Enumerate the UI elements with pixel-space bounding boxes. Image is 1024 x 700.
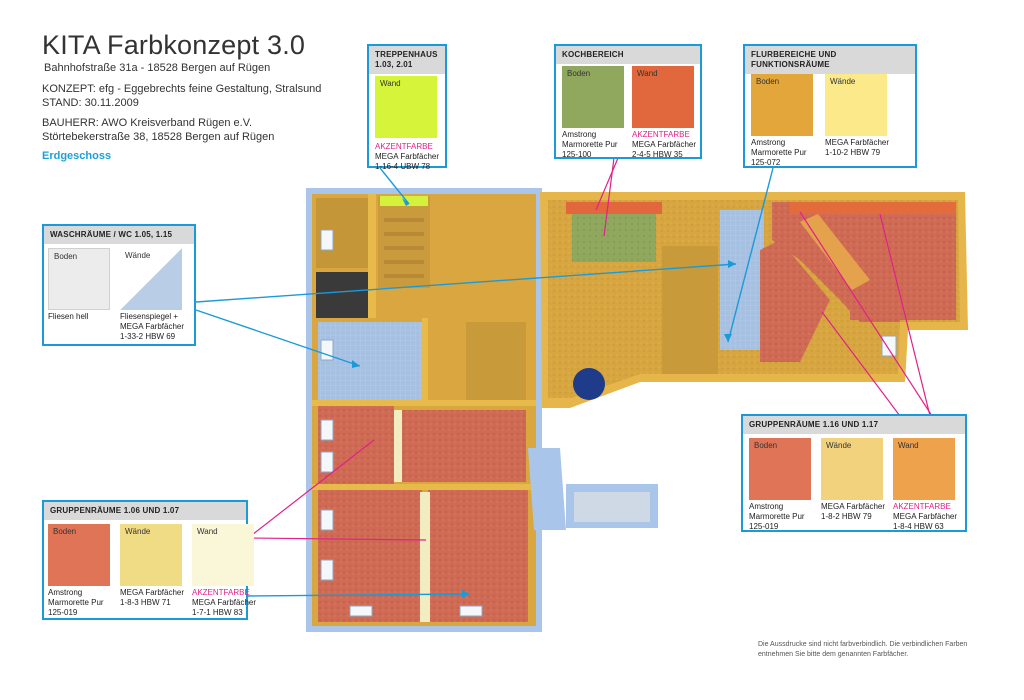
swatch-walls: Wände xyxy=(821,438,883,500)
address-line: Bahnhofstraße 31a - 18528 Bergen auf Rüg… xyxy=(44,62,271,74)
legend-treppenhaus: TREPPENHAUS 1.03, 2.01 Wand AKZENTFARBE … xyxy=(367,44,447,171)
staircase xyxy=(378,196,430,288)
swatch-caption: MEGA Farbfächer 1-8-2 HBW 79 xyxy=(821,502,886,521)
swatch-caption: AKZENTFARBE MEGA Farbfächer 1-7-1 HBW 83 xyxy=(192,588,257,617)
swatch-caption: AKZENTFARBE MEGA Farbfächer 2-4-5 HBW 35 xyxy=(632,130,697,159)
swatch-wall: Wand xyxy=(192,524,254,586)
group-room-116-lower xyxy=(760,240,830,362)
washroom-floor xyxy=(318,322,422,400)
swatch-wall: Wand xyxy=(632,66,694,128)
blue-leaders xyxy=(195,167,774,597)
swatch-caption: Fliesenspiegel + MEGA Farbfächer 1-33-2 … xyxy=(120,312,185,341)
concept-line: KONZEPT: efg - Eggebrechts feine Gestalt… xyxy=(42,83,322,95)
swatch-caption: MEGA Farbfächer 1-8-3 HBW 71 xyxy=(120,588,185,607)
legend-kochbereich: KOCHBEREICH Boden Wand Amstrong Marmoret… xyxy=(554,44,702,159)
room-dark xyxy=(316,272,368,318)
swatch-walls: Wände xyxy=(825,74,887,136)
legend-wasch-title: WASCHRÄUME / WC 1.05, 1.15 xyxy=(44,226,194,244)
swatch-caption: Amstrong Marmorette Pur 125-072 xyxy=(751,138,807,167)
bauherr-line-2: Störtebekerstraße 38, 18528 Bergen auf R… xyxy=(42,131,275,143)
group-room-107-b xyxy=(428,490,528,622)
legend-kochbereich-title: KOCHBEREICH xyxy=(556,46,700,64)
group-room-117 xyxy=(850,202,956,320)
inner-walls-west xyxy=(312,194,536,490)
windows xyxy=(320,229,897,617)
round-element xyxy=(573,368,605,400)
swatch-wall: Wand xyxy=(893,438,955,500)
legend-flur: FLURBEREICHE UND FUNKTIONSRÄUME Boden Wä… xyxy=(743,44,917,168)
legend-gruppe106-title: GRUPPENRÄUME 1.06 UND 1.07 xyxy=(44,502,246,520)
legend-gruppe-106: GRUPPENRÄUME 1.06 UND 1.07 Boden Wände W… xyxy=(42,500,256,620)
page-title: KITA Farbkonzept 3.0 xyxy=(42,30,306,60)
walkway xyxy=(528,448,658,530)
swatch-caption: Amstrong Marmorette Pur 125-100 xyxy=(562,130,618,159)
legend-flur-title: FLURBEREICHE UND FUNKTIONSRÄUME xyxy=(745,46,915,74)
group-accent-wall xyxy=(790,202,956,214)
footnote: Die Aussdrucke sind nicht farbverbindlic… xyxy=(758,641,968,658)
swatch-caption: Amstrong Marmorette Pur 125-019 xyxy=(749,502,805,531)
swatch-floor: Boden xyxy=(751,74,813,136)
legend-gruppe-116: GRUPPENRÄUME 1.16 UND 1.17 Boden Wände W… xyxy=(741,414,967,532)
swatch-walls: Wände xyxy=(120,248,182,310)
group-room-107-a xyxy=(318,490,422,622)
blue-leader-arrows xyxy=(352,198,736,598)
swatch-floor: Boden xyxy=(48,524,110,586)
swatch-caption: AKZENTFARBE MEGA Farbfächer 1-8-4 HBW 63 xyxy=(893,502,958,531)
swatch-caption: AKZENTFARBE MEGA Farbfächer 1-16-4 UBW 7… xyxy=(375,142,440,171)
stand-line: STAND: 30.11.2009 xyxy=(42,97,139,109)
swatch-wall: Wand xyxy=(375,76,437,138)
legend-gruppe116-title: GRUPPENRÄUME 1.16 UND 1.17 xyxy=(743,416,965,434)
swatch-caption: Fliesen hell xyxy=(48,312,89,321)
legend-treppenhaus-title: TREPPENHAUS 1.03, 2.01 xyxy=(369,46,445,74)
swatch-caption: MEGA Farbfächer 1-10-2 HBW 79 xyxy=(825,138,890,157)
floor-label: Erdgeschoss xyxy=(42,150,112,162)
kitchen-floor xyxy=(572,202,656,262)
swatch-walls: Wände xyxy=(120,524,182,586)
group-room-106-b xyxy=(400,410,526,482)
swatch-caption: Amstrong Marmorette Pur 125-019 xyxy=(48,588,104,617)
room-center-small xyxy=(466,322,526,400)
legend-waschraeume: WASCHRÄUME / WC 1.05, 1.15 Boden Wände F… xyxy=(42,224,196,346)
kitchen-accent-wall xyxy=(566,202,662,214)
swatch-floor: Boden xyxy=(562,66,624,128)
swatch-floor: Boden xyxy=(749,438,811,500)
swatch-floor: Boden xyxy=(48,248,110,310)
bauherr-line-1: BAUHERR: AWO Kreisverband Rügen e.V. xyxy=(42,117,253,129)
